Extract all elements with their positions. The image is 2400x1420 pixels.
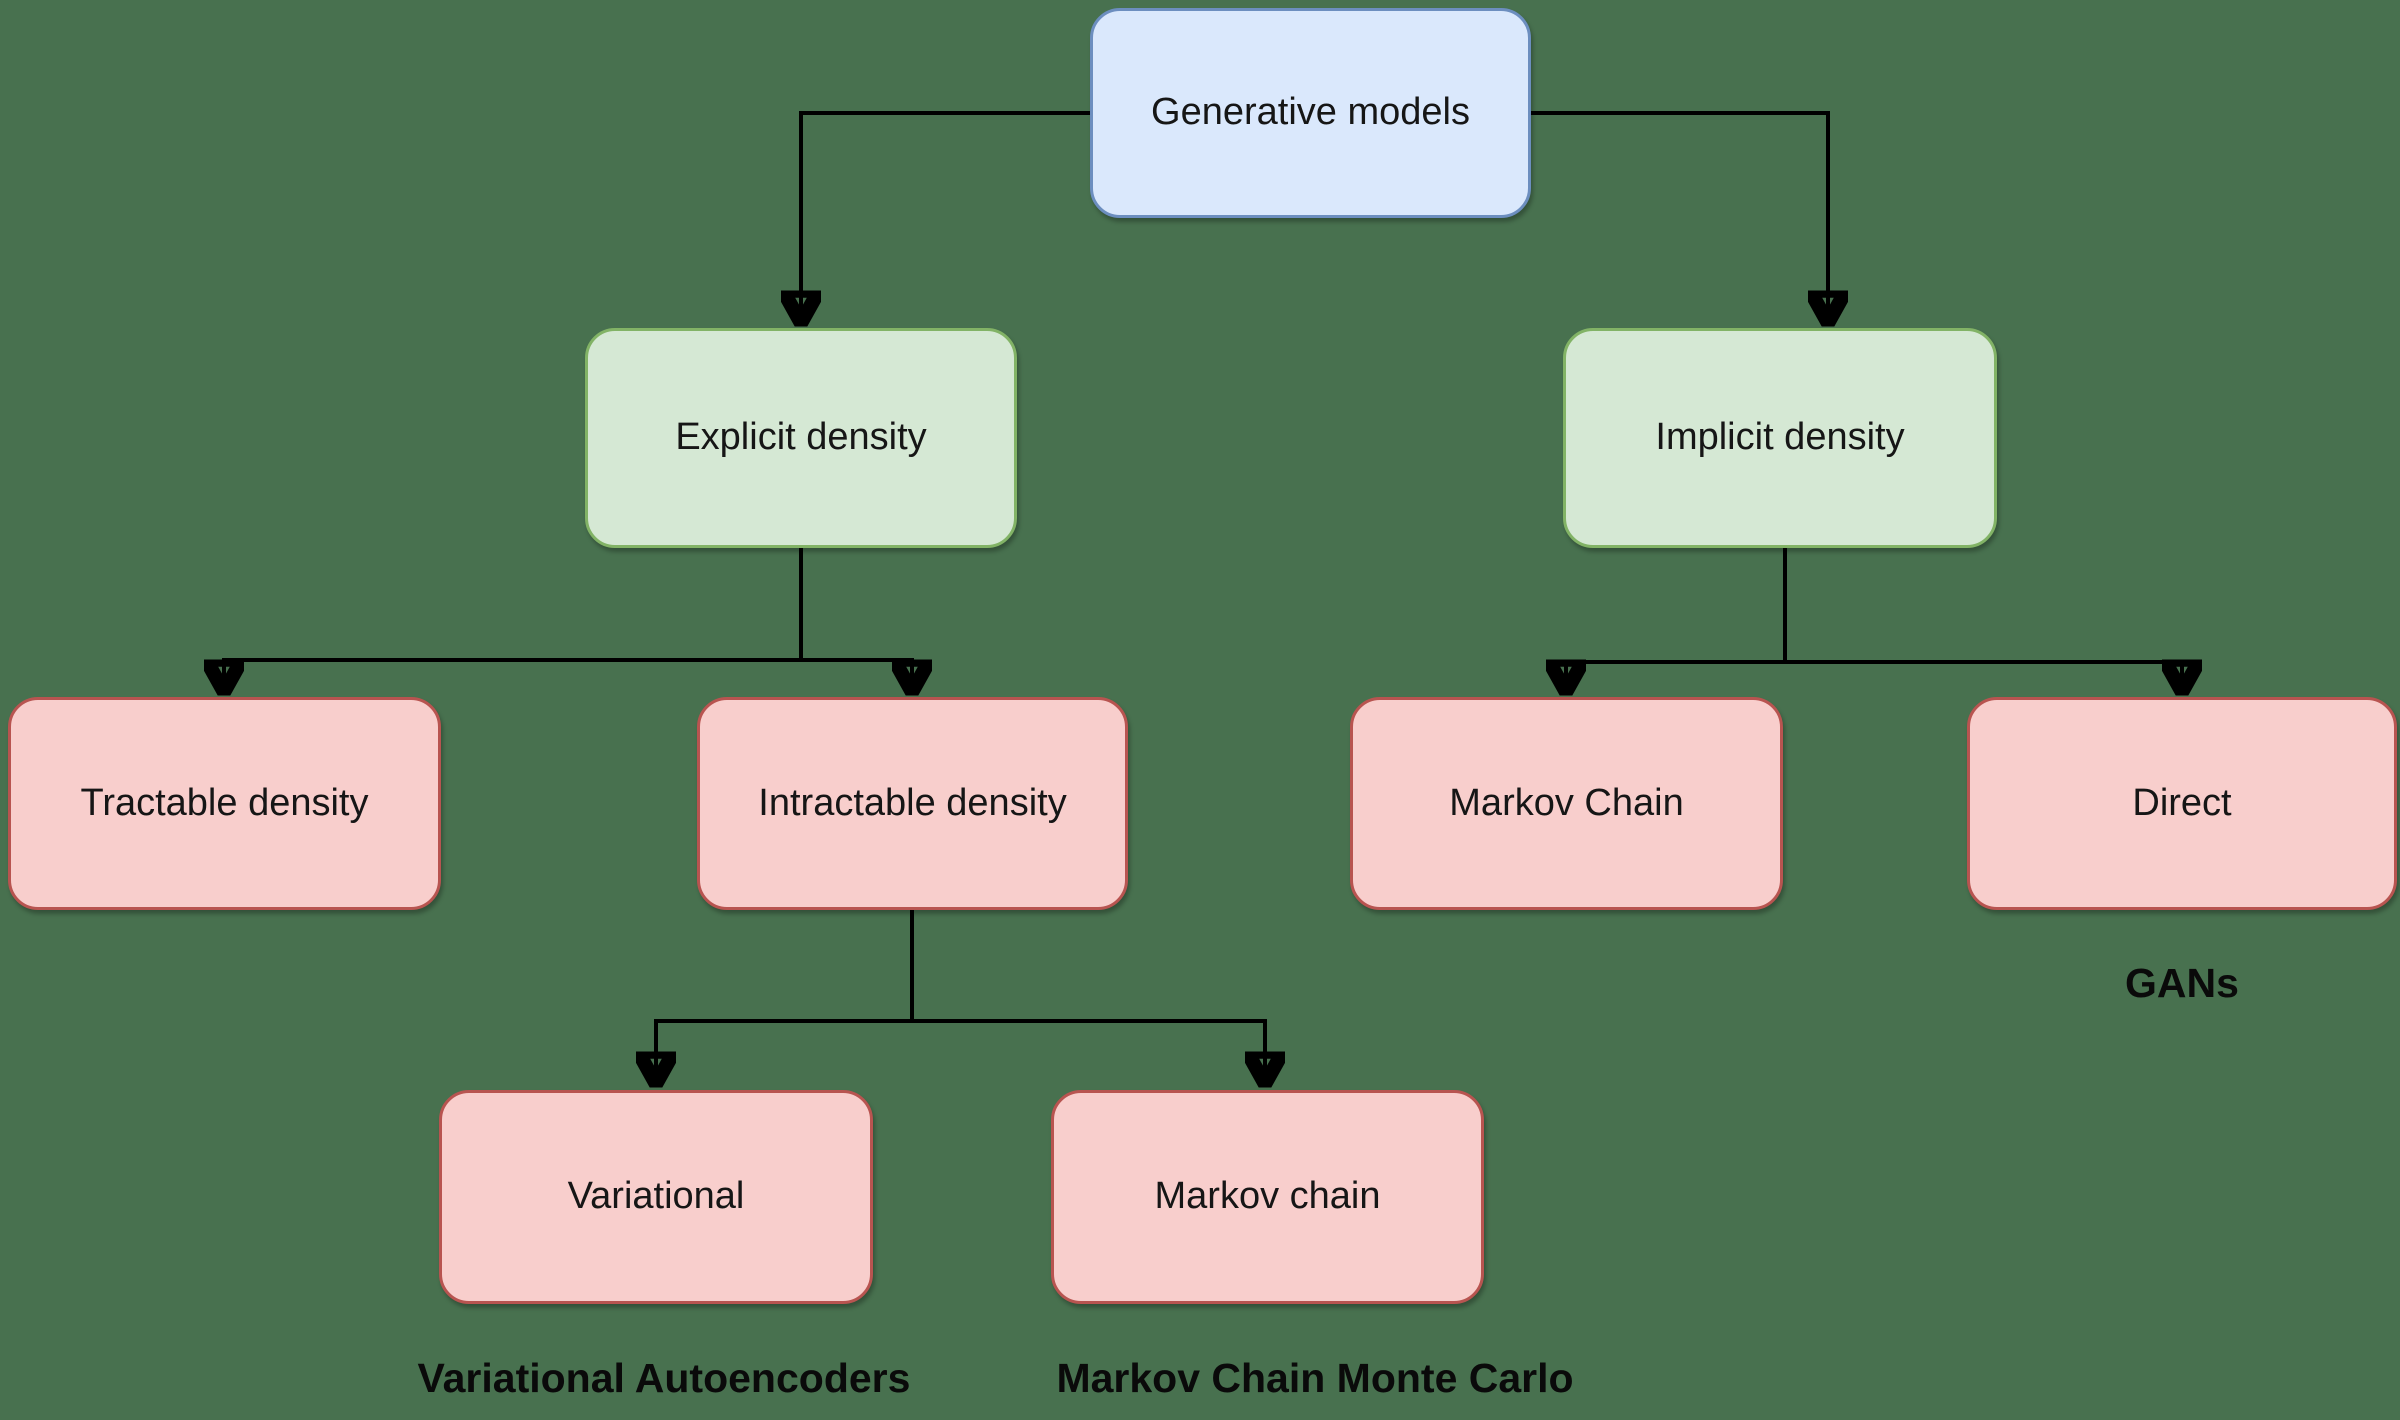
edge-explicit-to-intractable [799,548,912,692]
node-implicit-density: Implicit density [1563,328,1997,548]
node-tractable-density: Tractable density [8,697,441,910]
edge-explicit-to-tractable [224,548,803,692]
node-variational-label: Variational [567,1175,745,1218]
node-variational: Variational [439,1090,873,1304]
node-tractable-density-label: Tractable density [80,781,369,824]
node-generative-models: Generative models [1090,8,1531,218]
node-direct: Direct [1967,697,2397,910]
node-implicit-density-label: Implicit density [1655,416,1905,459]
edge-implicit-to-markov-chain [1566,548,1787,692]
node-markov-chain-mc: Markov chain [1051,1090,1484,1304]
label-markov-chain-monte-carlo: Markov Chain Monte Carlo [1056,1355,1574,1401]
edge-generative-to-implicit [1531,111,1828,323]
node-direct-label: Direct [2132,781,2232,824]
edge-intractable-to-variational [656,910,914,1084]
node-explicit-density-label: Explicit density [675,416,927,459]
node-markov-chain: Markov Chain [1350,697,1783,910]
edge-intractable-to-markov-chain-mc [910,910,1265,1084]
edge-generative-to-explicit [801,111,1090,323]
node-explicit-density: Explicit density [585,328,1017,548]
node-generative-models-label: Generative models [1151,91,1470,134]
edge-implicit-to-direct [1783,548,2182,692]
node-intractable-density-label: Intractable density [758,781,1067,824]
node-markov-chain-mc-label: Markov chain [1154,1175,1381,1218]
label-variational-autoencoders: Variational Autoencoders [417,1355,911,1401]
node-intractable-density: Intractable density [697,697,1128,910]
node-markov-chain-label: Markov Chain [1449,781,1684,824]
label-gans: GANs [2125,960,2239,1006]
